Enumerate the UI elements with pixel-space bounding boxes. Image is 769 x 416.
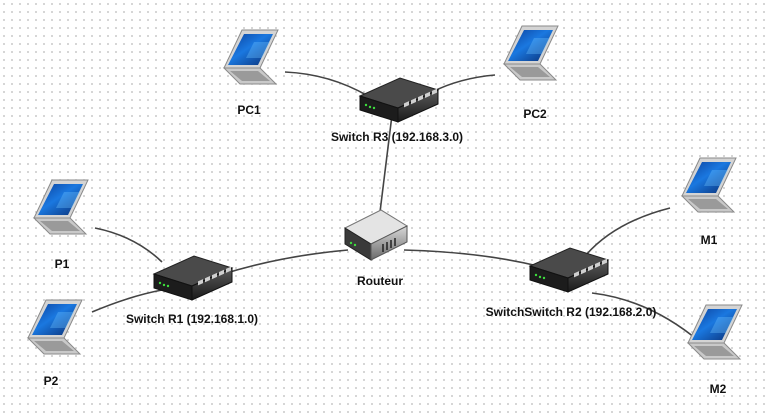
label-router: Routeur [357,274,403,288]
label-p1: P1 [54,257,70,271]
label-m2: M2 [709,382,727,396]
link-switch-r3-router [379,114,393,213]
links [91,71,701,343]
label-pc1: PC1 [237,103,261,117]
laptop-icon[interactable] [33,179,89,235]
switch-icon[interactable] [153,255,233,301]
link-m2-switch-r2 [591,292,701,343]
link-pc2-switch-r3 [431,74,496,93]
link-router-switch-r2 [403,249,539,267]
laptop-icon[interactable] [27,299,83,355]
label-switch-r1: Switch R1 (192.168.1.0) [125,312,259,326]
label-switch-r2: SwitchSwitch R2 (192.168.2.0) [485,305,657,319]
router-icon[interactable] [344,209,408,261]
switch-icon[interactable] [529,247,609,293]
label-m1: M1 [700,233,718,247]
link-p2-switch-r1 [91,289,163,313]
label-p2: P2 [43,374,59,388]
label-switch-r3: Switch R3 (192.168.3.0) [330,130,464,144]
laptop-icon[interactable] [503,25,559,81]
link-switch-r1-router [219,249,349,276]
label-pc2: PC2 [523,107,547,121]
link-pc1-switch-r3 [284,71,369,97]
laptop-icon[interactable] [681,157,737,213]
laptop-icon[interactable] [223,29,279,85]
link-p1-switch-r1 [94,227,163,263]
laptop-icon[interactable] [687,304,743,360]
link-m1-switch-r2 [585,207,671,256]
switch-icon[interactable] [359,77,439,123]
